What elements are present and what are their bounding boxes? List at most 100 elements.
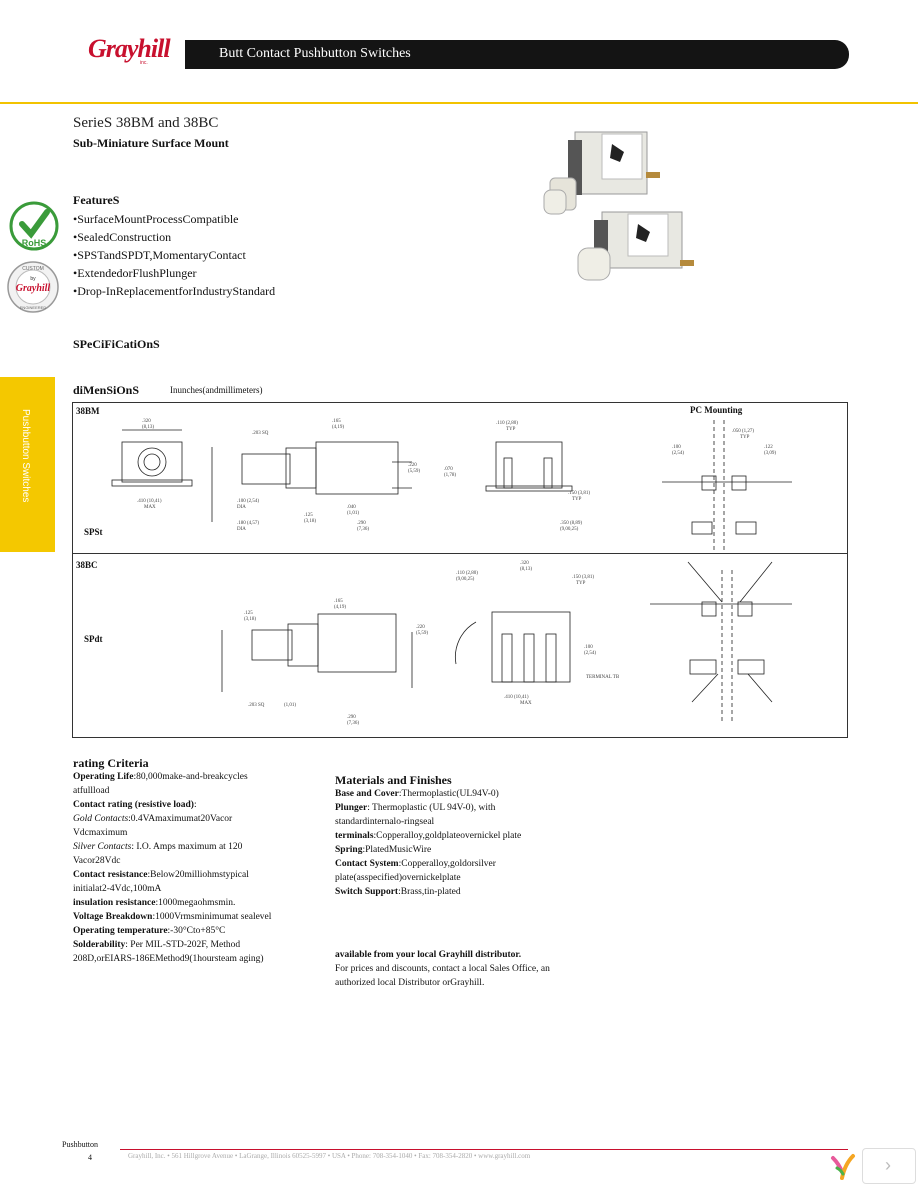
- dim-text: .110 (2,80): [456, 571, 478, 576]
- dim-text: .122: [764, 445, 773, 450]
- dim-text: .165: [332, 419, 341, 424]
- row1-type: SPSt: [84, 527, 103, 537]
- dim-text: .320: [520, 561, 529, 566]
- dim-text: .110 (2,80): [496, 421, 518, 426]
- contact-system-value: :Copperalloy,goldorsilver plate(asspecif…: [335, 859, 496, 883]
- page-title: Butt Contact Pushbutton Switches: [219, 46, 411, 61]
- dim-text: .070: [444, 467, 453, 472]
- dim-text: .203 SQ: [248, 703, 265, 708]
- product-photo: [543, 131, 694, 281]
- footer-page-number: 4: [88, 1153, 92, 1162]
- dim-text: TYP: [506, 427, 516, 432]
- dim-text: .100: [672, 445, 681, 450]
- dim-text: MAX: [144, 505, 156, 510]
- switch-support-value: :Brass,tin-plated: [398, 887, 461, 897]
- dim-text: .150 (3,81): [568, 491, 590, 496]
- side-view-38bc: [221, 613, 413, 692]
- plunger-label: Plunger: [335, 803, 368, 813]
- grayhill-logo: Grayhill: [88, 34, 171, 63]
- badge-logo: Grayhill: [16, 283, 51, 294]
- custom-text: CUSTOM: [22, 266, 44, 272]
- dim-text: .040: [347, 505, 356, 510]
- pc-mounting-38bc: [650, 561, 792, 722]
- dim-text: .410 (10,41): [137, 499, 162, 504]
- series-subtitle: Sub-Miniature Surface Mount: [73, 136, 229, 150]
- dim-text: (5,59): [408, 469, 420, 474]
- dim-text: .165: [334, 599, 343, 604]
- dim-text: .125: [244, 611, 253, 616]
- check-icon: [19, 209, 50, 239]
- dim-text: TERMINAL TB: [586, 675, 620, 680]
- dimension-drawings: .320 (8,13) .410 (10,41) MAX .203 SQ .16…: [111, 419, 792, 726]
- dim-text: (2,54): [672, 451, 684, 456]
- operating-temp-value: :-30°Cto+85°C: [167, 926, 226, 936]
- op-life-value: :80,000make-and-breakcycles atfullload: [73, 772, 248, 796]
- switch-image-top: [543, 131, 660, 215]
- solderability-value: : Per MIL-STD-202F, Method 208D,orEIARS-…: [73, 940, 264, 964]
- dim-text: (3,18): [244, 617, 256, 622]
- dim-text: (1,01): [347, 511, 359, 516]
- dim-text: TYP: [572, 497, 582, 502]
- materials-title: Materials and Finishes: [335, 773, 452, 787]
- dim-text: (4,19): [334, 605, 346, 610]
- contact-resistance-value: :Below20milliohmstypical initialat2-4Vdc…: [73, 870, 249, 894]
- dim-text: (9,00,25): [456, 577, 475, 582]
- row2-type: SPdt: [84, 634, 103, 644]
- custom-engineered-badge: CUSTOM by Grayhill ENGINEERED: [7, 261, 59, 313]
- dim-text: .125: [304, 513, 313, 518]
- dim-text: .350 (8,89): [560, 521, 582, 526]
- insulation-resistance-value: :1000megaohmsmin.: [155, 898, 236, 908]
- insulation-resistance-label: insulation resistance: [73, 898, 156, 908]
- silver-contacts-label: Silver Contacts: [73, 842, 132, 852]
- next-page-button[interactable]: ›: [862, 1148, 916, 1184]
- rohs-badge: RoHS: [9, 201, 59, 251]
- dim-text: .100 (2,54): [237, 499, 259, 504]
- dim-text: (7,36): [357, 527, 369, 532]
- dim-text: (3,18): [304, 519, 316, 524]
- dim-text: (8,13): [520, 567, 532, 572]
- base-cover-value: :Thermoplastic(UL94V-0): [398, 789, 499, 799]
- dim-text: (9,00,25): [560, 527, 579, 532]
- title-bar: Butt Contact Pushbutton Switches: [185, 40, 849, 69]
- switch-support-label: Switch Support: [335, 887, 399, 897]
- dimensions-title: diMenSiOnS: [73, 383, 140, 397]
- dimensions-note: Inunches(andmillimeters): [170, 385, 263, 395]
- rating-criteria-title: rating Criteria: [73, 756, 149, 770]
- dim-text: TYP: [576, 581, 586, 586]
- by-text: by: [30, 276, 36, 282]
- front-view-38bm: [111, 429, 193, 487]
- dim-text: (7,36): [347, 721, 359, 726]
- silver-contacts-value: : I.O. Amps maximum at 120 Vacor28Vdc: [73, 842, 243, 866]
- solderability-label: Solderability: [73, 940, 126, 950]
- base-cover-label: Base and Cover: [335, 789, 399, 799]
- footer-rule: [120, 1149, 848, 1150]
- row2-label: 38BC: [76, 560, 98, 570]
- dim-text: DIA: [237, 527, 246, 532]
- gold-contacts-label: Gold Contacts: [73, 814, 129, 824]
- plunger-value: : Thermoplastic (UL 94V-0), with standar…: [335, 803, 496, 827]
- dim-text: MAX: [520, 701, 532, 706]
- side-view-38bm: [211, 441, 412, 522]
- logo-sub: inc.: [140, 60, 148, 66]
- availability-title: available from your local Grayhill distr…: [335, 950, 522, 960]
- spring-value: :PlatedMusicWire: [362, 845, 432, 855]
- feature-item: •SurfaceMountProcessCompatible: [73, 212, 239, 226]
- top-view-38bm: [485, 441, 573, 492]
- specifications-title: SPeCiFiCatiOnS: [73, 337, 160, 351]
- feature-item: •SealedConstruction: [73, 230, 172, 244]
- gold-contacts-value: :0.4VAmaximumat20Vacor Vdcmaximum: [73, 814, 233, 838]
- engineered-text: ENGINEERED: [20, 305, 47, 310]
- feature-item: •Drop-InReplacementforIndustryStandard: [73, 284, 276, 298]
- operating-temp-label: Operating temperature: [73, 926, 168, 936]
- rating-criteria-body: Operating Life:80,000make-and-breakcycle…: [73, 772, 272, 964]
- dim-text: .220: [416, 625, 425, 630]
- voltage-breakdown-label: Voltage Breakdown: [73, 912, 153, 922]
- dim-text: TYP: [740, 435, 750, 440]
- op-life-label: Operating Life: [73, 772, 134, 782]
- spring-label: Spring: [335, 845, 363, 855]
- availability-block: available from your local Grayhill distr…: [335, 948, 555, 990]
- features-list: •SurfaceMountProcessCompatible •SealedCo…: [73, 210, 275, 300]
- contact-system-label: Contact System: [335, 859, 399, 869]
- dim-text: .320: [142, 419, 151, 424]
- terminals-value: :Copperalloy,goldplateovernickel plate: [373, 831, 522, 841]
